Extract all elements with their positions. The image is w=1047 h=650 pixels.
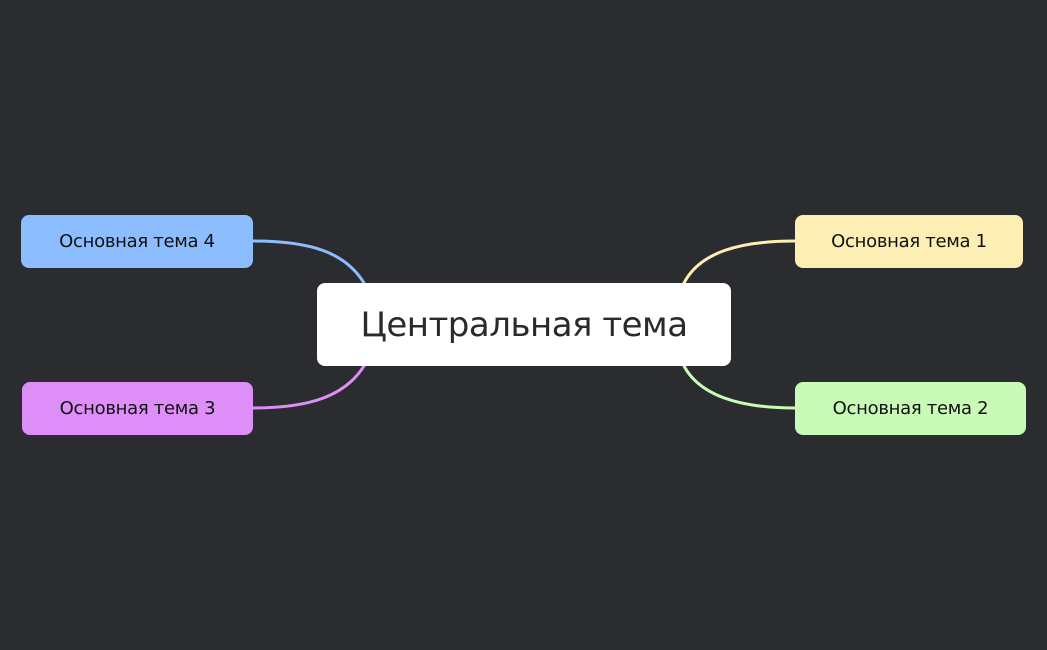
main-topic-4-label: Основная тема 4 [59,231,215,252]
main-topic-1-label: Основная тема 1 [831,231,987,252]
main-topic-2-node[interactable]: Основная тема 2 [795,382,1026,435]
main-topic-1-node[interactable]: Основная тема 1 [795,215,1023,268]
connector-topic-3 [251,364,366,410]
main-topic-4-node[interactable]: Основная тема 4 [21,215,253,268]
central-topic-label: Центральная тема [360,304,688,345]
central-topic-node[interactable]: Центральная тема [317,283,731,366]
main-topic-3-label: Основная тема 3 [59,398,216,419]
main-topic-3-node[interactable]: Основная тема 3 [22,382,253,435]
main-topic-2-label: Основная тема 2 [832,398,989,419]
connector-topic-1 [682,239,797,285]
connector-topic-2 [682,364,797,410]
connector-topic-4 [251,239,366,285]
